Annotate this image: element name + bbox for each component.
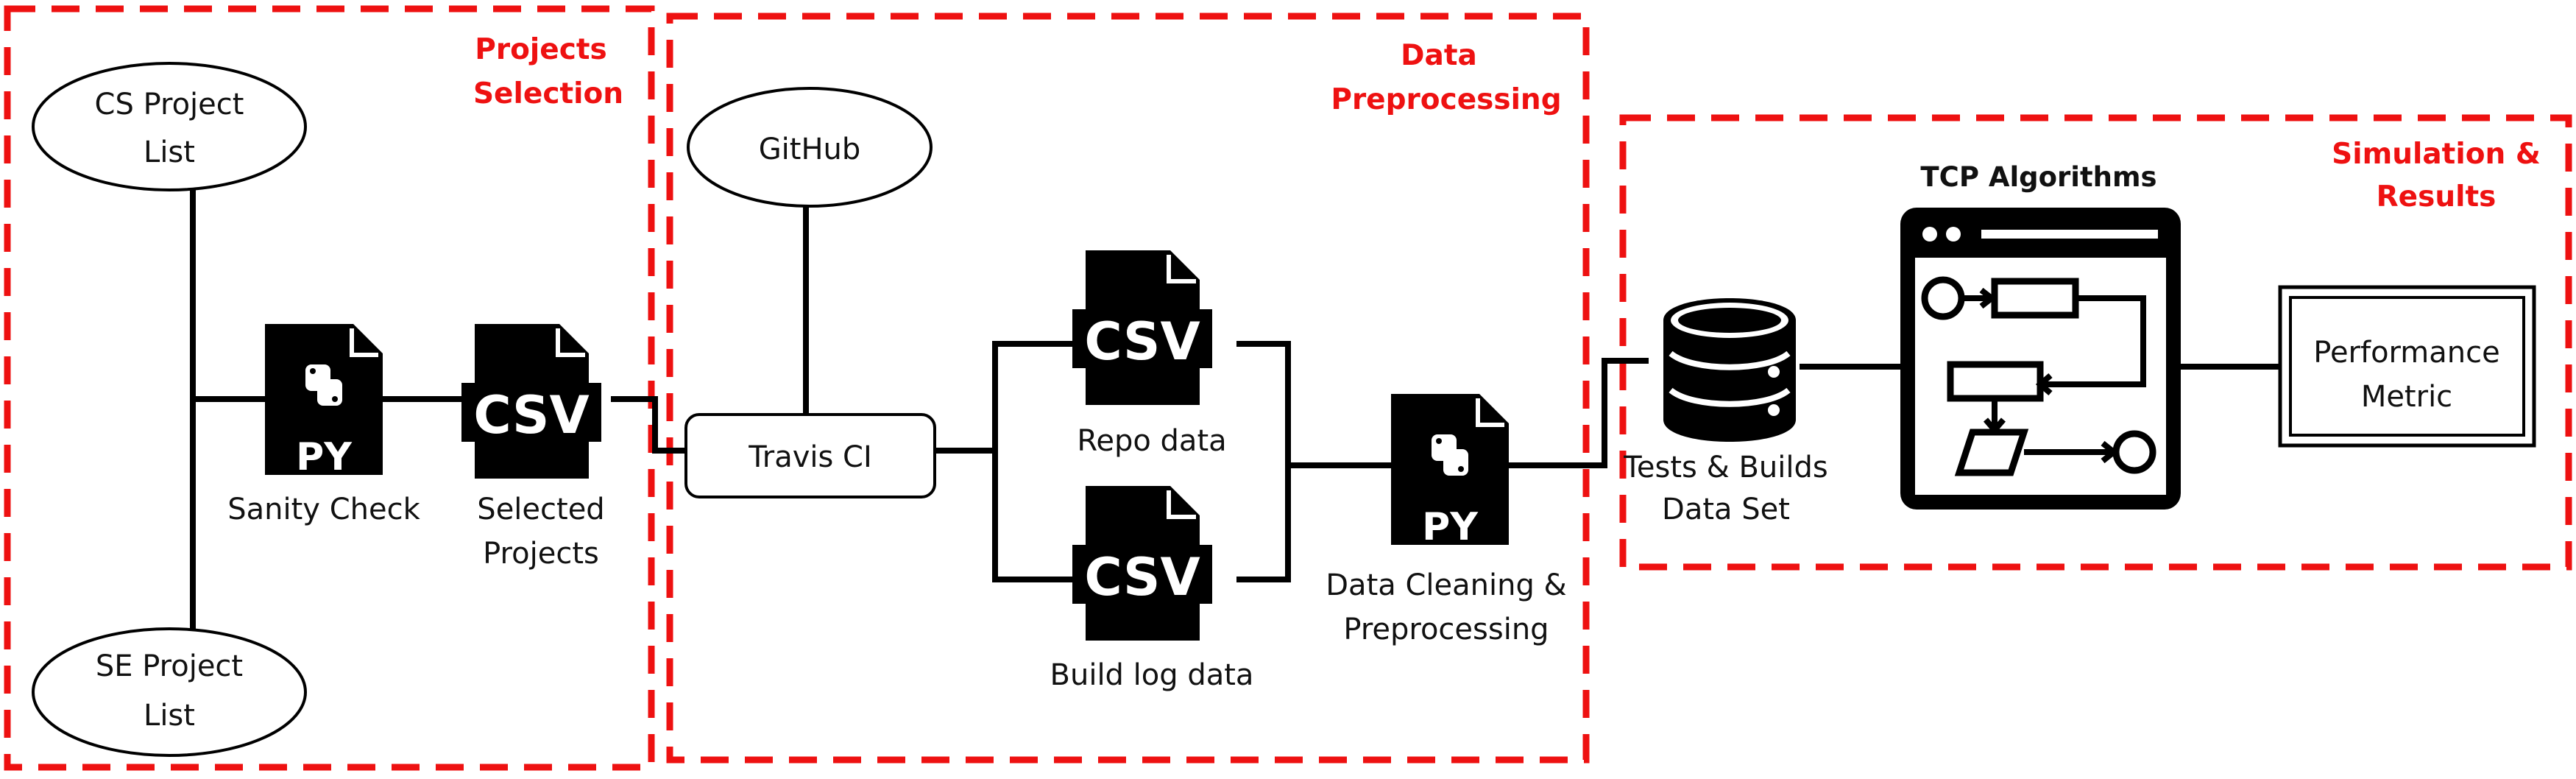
travis-ci-node: Travis CI (684, 413, 936, 498)
se-project-list: SE Project List (32, 627, 307, 757)
zone-projects-selection (4, 5, 655, 771)
selected-projects-label-2: Projects (483, 537, 599, 571)
svg-text:Performance: Performance (2313, 336, 2499, 370)
zone-title-simulation-2: Results (2377, 180, 2497, 214)
build-log-data-label: Build log data (1050, 658, 1254, 692)
repo-data-label: Repo data (1077, 424, 1226, 458)
svg-text:PY: PY (296, 435, 353, 479)
svg-text:SE Project: SE Project (96, 649, 243, 683)
svg-text:CS Project: CS Project (95, 88, 244, 121)
python-file-icon: PY (265, 324, 383, 479)
svg-text:CSV: CSV (1084, 547, 1200, 607)
zone-title-preprocessing-2b: Preprocessing (1331, 83, 1561, 116)
performance-metric-node: Performance Metric (2278, 285, 2536, 448)
sanity-check-label: Sanity Check (227, 493, 420, 526)
data-cleaning-label-2: Preprocessing (1343, 613, 1549, 646)
dataset-label-2: Data Set (1662, 493, 1790, 526)
python-file-icon: PY (1391, 394, 1509, 549)
svg-text:Travis CI: Travis CI (748, 440, 872, 474)
svg-text:List: List (144, 699, 195, 733)
csv-file-icon: CSV (461, 324, 601, 479)
svg-text:CSV: CSV (473, 385, 589, 445)
data-cleaning-label-1: Data Cleaning & (1326, 568, 1567, 602)
svg-text:List: List (144, 135, 195, 169)
zone-data-preprocessing (666, 13, 1590, 764)
svg-text:CSV: CSV (1084, 311, 1200, 372)
svg-text:GitHub: GitHub (759, 133, 861, 166)
tcp-algorithms-title: TCP Algorithms (1920, 161, 2156, 193)
svg-text:Metric: Metric (2361, 380, 2452, 414)
selected-projects-label-1: Selected (477, 493, 604, 526)
csv-file-icon: CSV (1072, 250, 1212, 405)
cs-project-list: CS Project List (32, 62, 307, 191)
github-node: GitHub (687, 87, 933, 208)
zone-title-simulation-1: Simulation & (2332, 138, 2541, 171)
svg-text:PY: PY (1422, 505, 1479, 549)
csv-file-icon: CSV (1072, 486, 1212, 641)
connectors (190, 190, 2280, 648)
zone-title-selection-2: Selection (473, 77, 623, 110)
dataset-label-1: Tests & Builds (1623, 451, 1827, 484)
zone-simulation-results (1619, 114, 2572, 571)
zone-title-preprocessing-1: Data (1401, 39, 1477, 72)
zone-title-selection-1: Projects (475, 33, 606, 66)
flowchart-window-icon (1900, 208, 2181, 510)
database-icon (1663, 298, 1796, 442)
